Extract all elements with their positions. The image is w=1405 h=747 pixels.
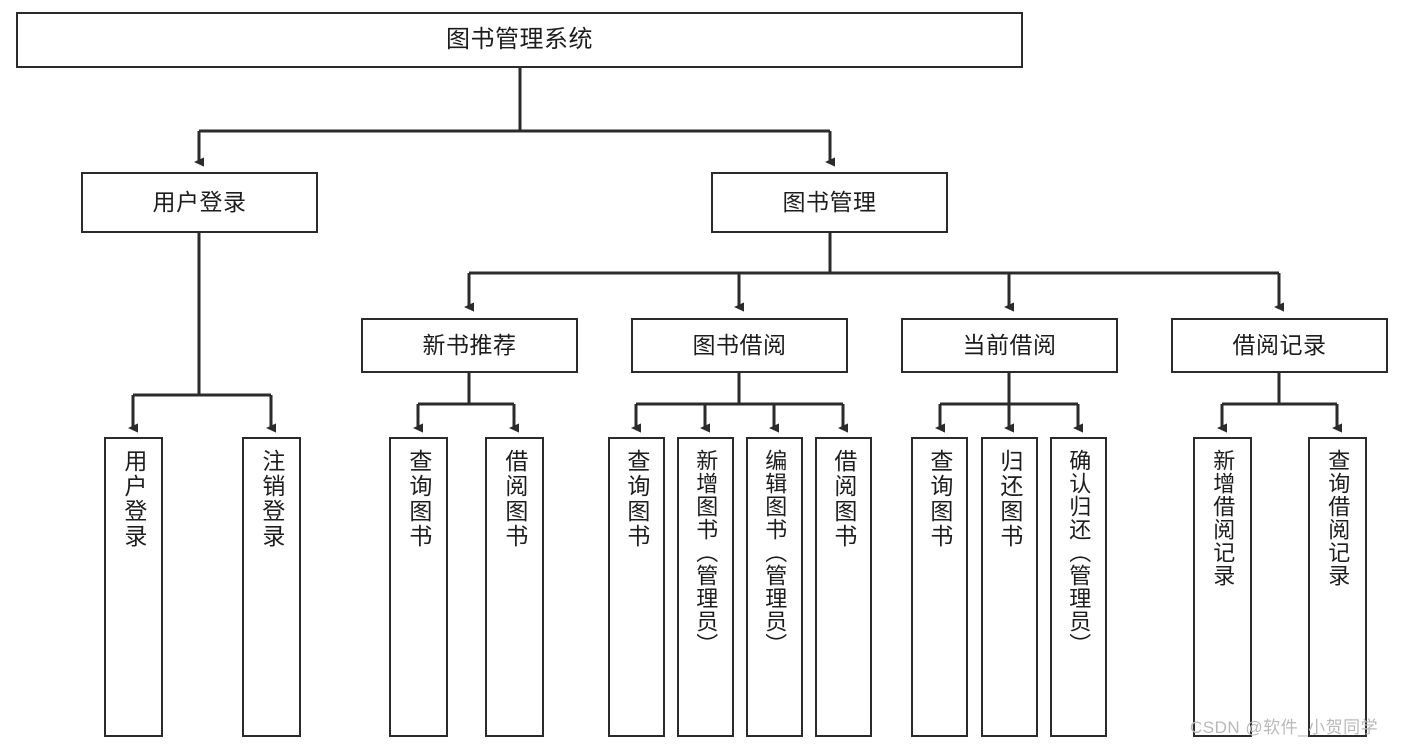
leaf-node-user-logout[interactable]: 注销登录 bbox=[242, 437, 301, 737]
node-label: 新增图书（管理员） bbox=[693, 449, 719, 656]
leaf-node-borrow-add-book-admin[interactable]: 新增图书（管理员） bbox=[677, 437, 734, 737]
node-root-book-management-system[interactable]: 图书管理系统 bbox=[16, 12, 1023, 68]
node-label: 查询图书 bbox=[623, 449, 650, 549]
leaf-node-borrow-query-book[interactable]: 查询图书 bbox=[608, 437, 665, 737]
node-label: 注销登录 bbox=[258, 449, 285, 549]
node-label: 用户登录 bbox=[120, 449, 147, 549]
node-book-borrow[interactable]: 图书借阅 bbox=[631, 318, 848, 373]
leaf-node-user-login[interactable]: 用户登录 bbox=[104, 437, 163, 737]
leaf-node-record-add[interactable]: 新增借阅记录 bbox=[1193, 437, 1252, 737]
leaf-node-record-search[interactable]: 查询借阅记录 bbox=[1308, 437, 1367, 737]
node-label: 图书管理系统 bbox=[446, 25, 593, 53]
leaf-node-current-confirm-return-admin[interactable]: 确认归还（管理员） bbox=[1050, 437, 1107, 737]
node-label: 查询借阅记录 bbox=[1325, 449, 1351, 587]
node-label: 当前借阅 bbox=[962, 331, 1057, 358]
watermark-text: CSDN @软件_小贺同学 bbox=[1190, 718, 1379, 737]
leaf-node-current-query-book[interactable]: 查询图书 bbox=[911, 437, 968, 737]
node-current-borrow[interactable]: 当前借阅 bbox=[901, 318, 1118, 373]
node-label: 图书管理 bbox=[782, 188, 877, 215]
node-label: 归还图书 bbox=[996, 449, 1023, 549]
node-label: 借阅图书 bbox=[830, 449, 857, 549]
node-label: 用户登录 bbox=[152, 188, 247, 215]
node-label: 编辑图书（管理员） bbox=[762, 449, 788, 656]
node-book-management[interactable]: 图书管理 bbox=[711, 172, 948, 233]
node-label: 新增借阅记录 bbox=[1210, 449, 1236, 587]
node-label: 查询图书 bbox=[405, 449, 432, 549]
leaf-node-current-return-book[interactable]: 归还图书 bbox=[981, 437, 1038, 737]
leaf-node-borrow-edit-book-admin[interactable]: 编辑图书（管理员） bbox=[746, 437, 803, 737]
leaf-node-recommend-borrow-book[interactable]: 借阅图书 bbox=[485, 437, 544, 737]
node-new-book-recommend[interactable]: 新书推荐 bbox=[361, 318, 578, 373]
leaf-node-recommend-query-book[interactable]: 查询图书 bbox=[389, 437, 448, 737]
node-label: 借阅图书 bbox=[501, 449, 528, 549]
node-user-login[interactable]: 用户登录 bbox=[81, 172, 318, 233]
leaf-node-borrow-lend-book[interactable]: 借阅图书 bbox=[815, 437, 872, 737]
node-borrow-record[interactable]: 借阅记录 bbox=[1171, 318, 1388, 373]
node-label: 新书推荐 bbox=[422, 331, 517, 358]
node-label: 借阅记录 bbox=[1232, 331, 1327, 358]
node-label: 确认归还（管理员） bbox=[1066, 449, 1092, 656]
node-label: 查询图书 bbox=[926, 449, 953, 549]
node-label: 图书借阅 bbox=[692, 331, 787, 358]
